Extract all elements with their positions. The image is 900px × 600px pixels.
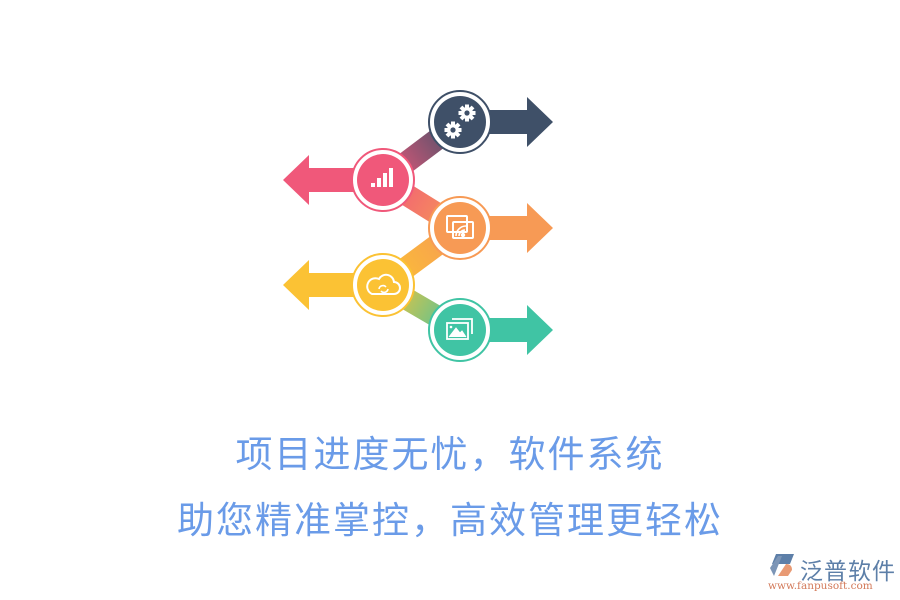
arrow-left-icon: [283, 155, 373, 205]
step-1-gears: [428, 90, 553, 154]
screen-cast-icon: [446, 215, 474, 239]
image-gallery-icon: [446, 318, 473, 340]
arrow-right-icon: [470, 305, 553, 355]
brand-logo: 泛普软件 www.fanpusoft.com: [766, 550, 896, 595]
arrow-right-icon: [470, 97, 553, 147]
headline-line-1: 项目进度无忧，软件系统: [235, 433, 665, 476]
fanpu-logo-icon: [770, 554, 794, 576]
step-3-cast: [428, 196, 553, 260]
step-5-gallery: [428, 298, 553, 362]
step-4-cloud: [283, 253, 415, 317]
arrow-right-icon: [470, 203, 553, 253]
gears-icon: [444, 104, 476, 139]
brand-url: www.fanpusoft.com: [768, 580, 873, 592]
brand-name: 泛普软件: [800, 559, 896, 585]
step-2-chart: [283, 148, 415, 212]
cloud-sync-icon: [366, 273, 401, 295]
bar-chart-icon: [371, 168, 393, 187]
arrow-left-icon: [283, 260, 373, 310]
headline-line-2: 助您精准掌控，高效管理更轻松: [177, 499, 723, 542]
infographic: [283, 90, 553, 362]
